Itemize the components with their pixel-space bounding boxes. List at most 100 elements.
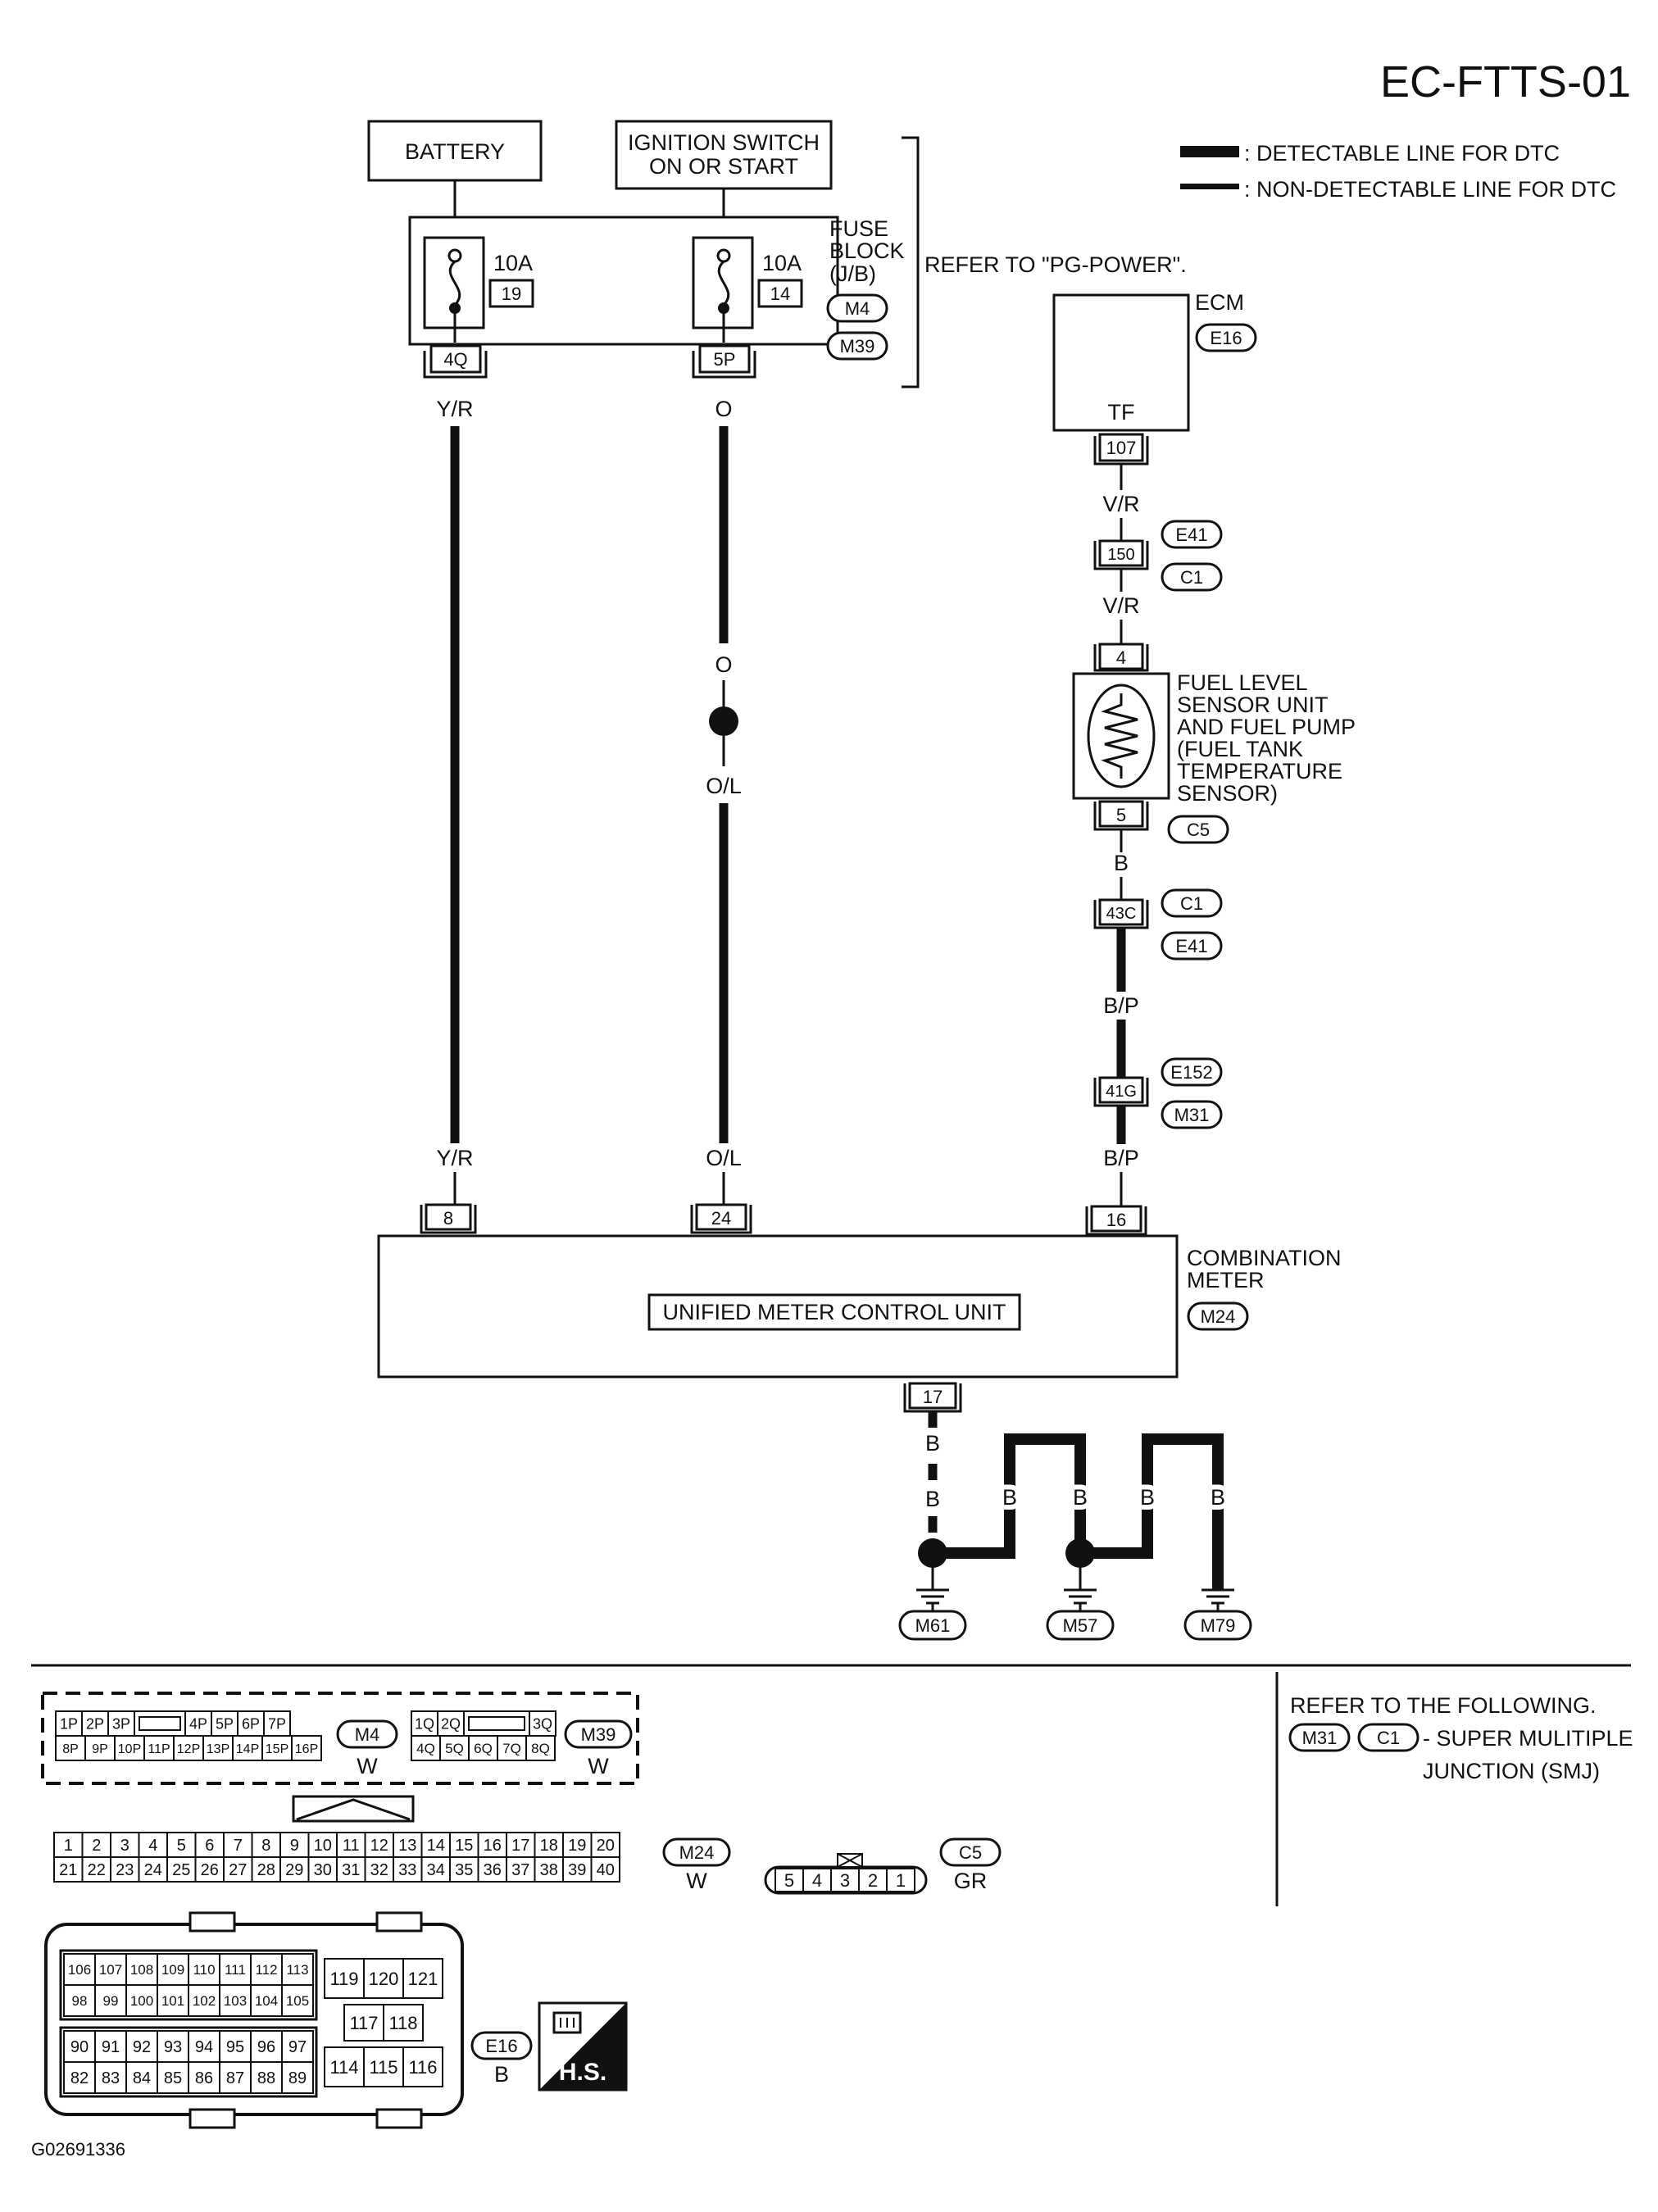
pin-cell: 102 bbox=[188, 1984, 220, 2017]
pin-label: 36 bbox=[484, 1861, 502, 1879]
connector-m24-name: M24 bbox=[679, 1842, 715, 1863]
pin-label: 9 bbox=[290, 1837, 299, 1855]
connector-m4-color: W bbox=[357, 1754, 378, 1778]
pin-cell: 2 bbox=[81, 1832, 111, 1858]
pin-label: 4 bbox=[812, 1870, 822, 1891]
pin-label: 93 bbox=[164, 2038, 182, 2056]
pin-cell: 2Q bbox=[437, 1710, 465, 1737]
wire-vr-1: V/R bbox=[1102, 492, 1139, 516]
pin-cell: 86 bbox=[188, 2061, 220, 2094]
pin-label: 92 bbox=[133, 2038, 151, 2056]
connector-c5-color: GR bbox=[954, 1869, 988, 1893]
wire-bp-2: B/P bbox=[1103, 1146, 1139, 1170]
pin-label: 25 bbox=[172, 1861, 190, 1879]
junction-41g: 41G bbox=[1106, 1083, 1137, 1101]
pin-cell: 26 bbox=[194, 1856, 225, 1883]
meter-terminal-16: 16 bbox=[1106, 1210, 1126, 1230]
junction-43c: 43C bbox=[1106, 905, 1137, 923]
pin-label: 35 bbox=[455, 1861, 473, 1879]
pin-label: 7P bbox=[268, 1715, 286, 1732]
junction-43c-c1: C1 bbox=[1180, 893, 1203, 914]
pin-cell: 20 bbox=[590, 1832, 620, 1858]
pin-label: 12P bbox=[177, 1742, 200, 1756]
pin-label: 5Q bbox=[445, 1741, 464, 1756]
ground-symbol-1 bbox=[916, 1588, 949, 1605]
sensor-label-6: SENSOR) bbox=[1177, 781, 1278, 806]
sensor-label-1: FUEL LEVEL bbox=[1177, 670, 1308, 695]
pin-cell: 112 bbox=[250, 1953, 283, 1986]
pin-label: 90 bbox=[70, 2038, 89, 2056]
pin-cell: 34 bbox=[420, 1856, 451, 1883]
meter-connector-m24: M24 bbox=[1201, 1306, 1236, 1327]
pin-cell: 22 bbox=[81, 1856, 111, 1883]
pin-label: 1 bbox=[64, 1837, 73, 1855]
ecm-connector-e16: E16 bbox=[1210, 328, 1242, 348]
pin-label: 2 bbox=[868, 1870, 878, 1891]
fuse-block-connector-m4: M4 bbox=[845, 298, 870, 319]
pin-cell: 84 bbox=[125, 2061, 158, 2094]
pin-cell: 114 bbox=[324, 2046, 365, 2087]
pin-cell: 15P bbox=[261, 1735, 293, 1761]
fuse-block-connector-m39: M39 bbox=[840, 336, 875, 357]
wire-vr-2: V/R bbox=[1102, 593, 1139, 618]
pin-cell: 115 bbox=[363, 2046, 404, 2087]
refer-note-m31: M31 bbox=[1302, 1728, 1338, 1748]
pin-cell: 8P bbox=[55, 1735, 86, 1761]
pin-label: 17 bbox=[511, 1837, 529, 1855]
pin-label: 111 bbox=[225, 1962, 246, 1978]
pin-label: 9P bbox=[92, 1742, 108, 1756]
pin-label: 21 bbox=[59, 1861, 77, 1879]
unified-meter-label: UNIFIED METER CONTROL UNIT bbox=[662, 1300, 1006, 1324]
pin-cell: 25 bbox=[166, 1856, 197, 1883]
pin-cell: 117 bbox=[343, 2004, 384, 2042]
battery-box bbox=[367, 120, 543, 182]
connector-m24-color: W bbox=[686, 1869, 707, 1893]
pin-cell: 5 bbox=[166, 1832, 197, 1858]
pin-label: 34 bbox=[427, 1861, 445, 1879]
pin-cell: 109 bbox=[157, 1953, 189, 1986]
pin-cell: 4 bbox=[802, 1868, 832, 1892]
pin-label: 16P bbox=[295, 1742, 318, 1756]
pin-cell: 3Q bbox=[529, 1710, 556, 1737]
pin-label: 100 bbox=[130, 1993, 153, 2009]
pin-label: 118 bbox=[388, 2013, 417, 2033]
pin-label: 5 bbox=[784, 1870, 794, 1891]
battery-label: BATTERY bbox=[405, 139, 505, 164]
pin-label: 6P bbox=[242, 1715, 260, 1732]
pin-cell: 32 bbox=[364, 1856, 394, 1883]
pin-label: 31 bbox=[342, 1861, 360, 1879]
meter-label-1: COMBINATION bbox=[1187, 1246, 1342, 1270]
pin-label: 82 bbox=[70, 2069, 89, 2087]
pin-label: 114 bbox=[329, 2057, 358, 2078]
pin-cell: 113 bbox=[281, 1953, 314, 1986]
pin-cell: 4Q bbox=[411, 1735, 441, 1761]
pin-cell: 110 bbox=[188, 1953, 220, 1986]
pin-label: 102 bbox=[193, 1993, 216, 2009]
pin-label: 117 bbox=[349, 2013, 378, 2033]
pin-cell: 1P bbox=[55, 1710, 83, 1737]
connector-m4-name: M4 bbox=[355, 1724, 380, 1745]
pin-cell: 6P bbox=[237, 1710, 265, 1737]
pin-label: 37 bbox=[511, 1861, 529, 1879]
pin-label: 22 bbox=[88, 1861, 106, 1879]
refer-note-c1: C1 bbox=[1377, 1728, 1400, 1748]
pin-cell: 16 bbox=[477, 1832, 507, 1858]
pin-label: 97 bbox=[288, 2038, 307, 2056]
pin-label: 6Q bbox=[474, 1741, 493, 1756]
pin-cell: 4 bbox=[138, 1832, 168, 1858]
legend-detectable: : DETECTABLE LINE FOR DTC bbox=[1244, 141, 1560, 166]
pin-label: 110 bbox=[193, 1962, 215, 1978]
pin-cell: 40 bbox=[590, 1856, 620, 1883]
pin-cell: 9P bbox=[84, 1735, 116, 1761]
wire-ol-bottom: O/L bbox=[706, 1146, 742, 1170]
pin-label: 103 bbox=[224, 1993, 247, 2009]
pin-cell: 18 bbox=[534, 1832, 564, 1858]
pin-label: 14P bbox=[236, 1742, 259, 1756]
sensor-label-3: AND FUEL PUMP bbox=[1177, 715, 1356, 739]
pin-cell: 91 bbox=[94, 2030, 127, 2063]
pin-label: 120 bbox=[369, 1969, 399, 1989]
pin-cell: 15 bbox=[449, 1832, 479, 1858]
